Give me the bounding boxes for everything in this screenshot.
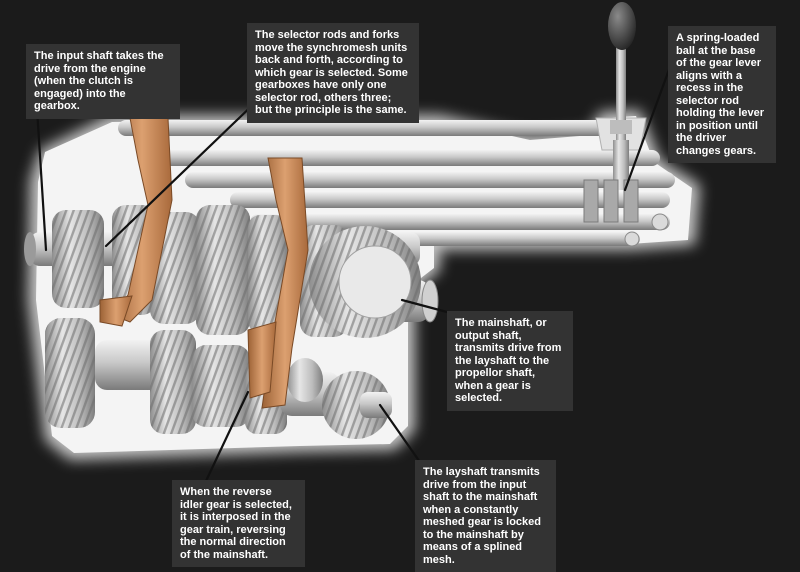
gear-lever <box>583 2 647 223</box>
gearbox-diagram <box>24 2 700 483</box>
callout-mainshaft: The mainshaft, or output shaft, transmit… <box>447 311 573 411</box>
callout-layshaft: The layshaft transmits drive from the in… <box>415 460 556 572</box>
reverse-idler-gear <box>287 358 323 402</box>
callout-selector-rods: The selector rods and forks move the syn… <box>247 23 419 123</box>
callout-input-shaft: The input shaft takes the drive from the… <box>26 44 180 119</box>
selector-forks <box>99 117 309 409</box>
leader-lines <box>34 54 676 483</box>
callout-reverse-idler: When the reverse idler gear is selected,… <box>172 480 305 567</box>
callout-spring-loaded-ball: A spring-loaded ball at the base of the … <box>668 26 776 163</box>
gear-knob <box>608 2 636 50</box>
